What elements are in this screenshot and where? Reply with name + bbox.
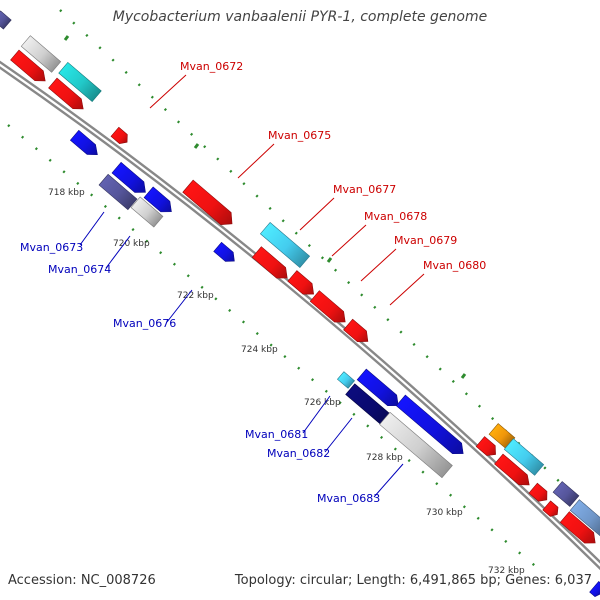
leader-line	[324, 417, 353, 453]
kbp-label: 722 kbp	[177, 291, 214, 301]
genome-title: Mycobacterium vanbaalenii PYR-1, complet…	[112, 9, 488, 25]
gene-reverse[interactable]	[69, 129, 101, 159]
accession-text: Accession: NC_008726	[8, 573, 156, 588]
major-tick	[326, 257, 333, 263]
gene-Mvan_0674[interactable]	[130, 196, 164, 228]
leader-line	[166, 289, 193, 323]
forward-gene-label[interactable]: Mvan_0672	[180, 60, 243, 73]
gene-Mvan_0673[interactable]	[98, 173, 138, 211]
major-tick	[63, 35, 70, 41]
gene-forward[interactable]	[287, 270, 318, 300]
forward-gene-label[interactable]: Mvan_0678	[364, 210, 427, 223]
gene-Mvan_0675[interactable]	[182, 179, 237, 230]
feature-purple[interactable]	[552, 481, 580, 507]
leader-line	[389, 273, 425, 306]
kbp-label: 728 kbp	[366, 453, 403, 463]
leader-line	[360, 248, 397, 282]
reverse-gene-label[interactable]: Mvan_0682	[267, 447, 330, 460]
gene-reverse[interactable]	[111, 161, 150, 197]
major-tick	[460, 373, 467, 379]
gene-small[interactable]	[337, 371, 355, 389]
leader-line	[373, 463, 404, 498]
gene-forward[interactable]	[528, 482, 551, 505]
reverse-gene-label[interactable]: Mvan_0676	[113, 317, 176, 330]
feature-teal[interactable]	[58, 61, 102, 103]
kbp-label: 732 kbp	[488, 566, 525, 576]
backbone-inner	[0, 63, 600, 567]
gene-Mvan_0676[interactable]	[213, 241, 239, 265]
leader-line	[149, 74, 187, 109]
kbp-label: 724 kbp	[241, 345, 278, 355]
gene-Mvan_0681[interactable]	[356, 368, 403, 411]
reverse-gene-label[interactable]: Mvan_0681	[245, 428, 308, 441]
gene-forward[interactable]	[48, 77, 88, 114]
leader-line	[331, 224, 367, 257]
kbp-label: 720 kbp	[113, 239, 150, 249]
reverse-gene-label[interactable]: Mvan_0673	[20, 241, 83, 254]
gene-reverse[interactable]	[143, 186, 176, 217]
leader-line	[237, 143, 275, 179]
leader-line	[299, 197, 335, 231]
gene-forward[interactable]	[475, 436, 500, 460]
forward-gene-label[interactable]: Mvan_0680	[423, 259, 486, 272]
gene-forward[interactable]	[559, 511, 600, 549]
feature-cyan[interactable]	[503, 438, 545, 476]
major-tick	[193, 143, 200, 149]
gene-Mvan_0677[interactable]	[259, 221, 311, 269]
kbp-label: 726 kbp	[304, 398, 341, 408]
genome-summary-text: Topology: circular; Length: 6,491,865 bp…	[234, 573, 592, 588]
feature-grey[interactable]	[20, 35, 62, 73]
gene-forward[interactable]	[110, 126, 131, 147]
gene-Mvan_0678[interactable]	[251, 246, 292, 284]
gene-Mvan_0683[interactable]	[395, 394, 467, 459]
forward-gene-label[interactable]: Mvan_0675	[268, 129, 331, 142]
gene-forward[interactable]	[10, 49, 50, 86]
leader-line	[79, 211, 105, 246]
gene-grey[interactable]	[379, 411, 453, 479]
forward-gene-label[interactable]: Mvan_0677	[333, 183, 396, 196]
gene-Mvan_0679[interactable]	[309, 290, 350, 328]
gene-edge[interactable]	[589, 581, 600, 598]
reverse-gene-label[interactable]: Mvan_0674	[48, 263, 111, 276]
gene-forward[interactable]	[542, 500, 561, 519]
leader-line	[302, 395, 331, 434]
feature-edge[interactable]	[0, 10, 12, 30]
reverse-gene-label[interactable]: Mvan_0683	[317, 492, 380, 505]
forward-gene-label[interactable]: Mvan_0679	[394, 234, 457, 247]
kbp-label: 718 kbp	[48, 188, 85, 198]
inner-tick-row	[7, 124, 541, 571]
kbp-label: 730 kbp	[426, 508, 463, 518]
gene-forward[interactable]	[494, 453, 534, 490]
gene-Mvan_0680[interactable]	[343, 318, 373, 347]
leader-line	[105, 235, 131, 269]
